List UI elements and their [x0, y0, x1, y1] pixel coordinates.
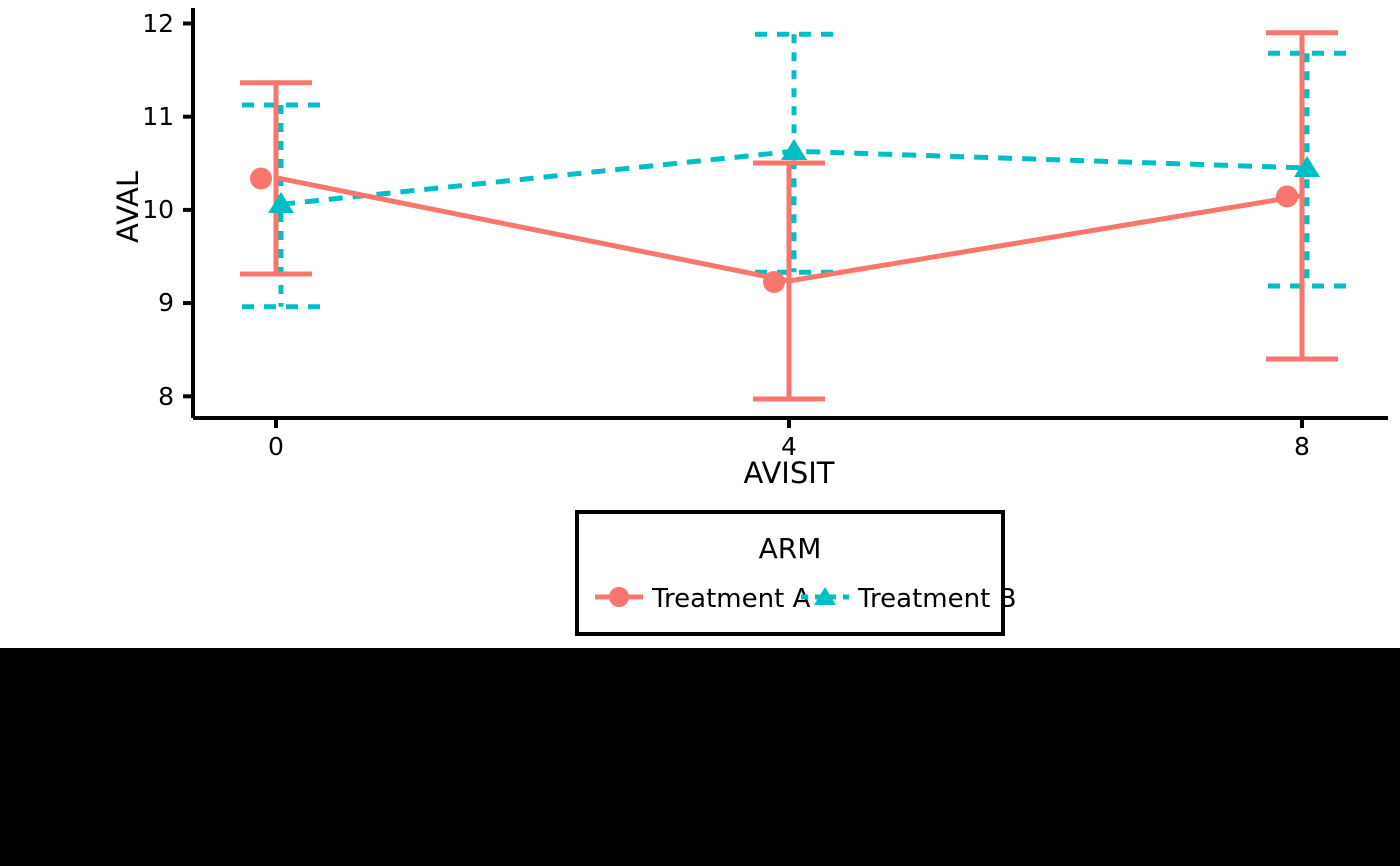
legend[interactable]: ARM Treatment A Treatment B [575, 510, 1016, 636]
marker-b-visit4-triangle [781, 139, 807, 160]
series-treatment-b [242, 31, 1346, 310]
y-tick-label-11: 11 [142, 102, 174, 131]
legend-a-marker-circle [609, 587, 629, 607]
legend-b-marker-triangle [814, 587, 836, 605]
y-tick-label-12: 12 [142, 9, 174, 38]
y-tick-label-8: 8 [158, 382, 174, 411]
y-tick-label-9: 9 [158, 288, 174, 317]
x-tick-label-4: 4 [781, 432, 797, 461]
legend-box [575, 510, 1005, 636]
y-tick-label-10: 10 [142, 195, 174, 224]
legend-a-label: Treatment A [651, 584, 811, 614]
marker-a-visit8-circle [1276, 185, 1298, 208]
bottom-black-band [0, 648, 1400, 866]
x-axis-title: AVISIT [743, 456, 834, 490]
series-a-markers [250, 167, 1298, 293]
x-tick-label-0: 0 [268, 432, 284, 461]
series-treatment-a [240, 30, 1338, 402]
y-axis-ticks [183, 21, 193, 399]
legend-b-label: Treatment B [857, 584, 1016, 614]
marker-b-visit0-triangle [268, 192, 294, 213]
x-tick-label-8: 8 [1294, 432, 1310, 461]
marker-a-visit0-circle [250, 167, 272, 190]
series-a-line [275, 175, 1303, 284]
legend-entry-treatment-b[interactable]: Treatment B [801, 584, 1016, 614]
x-axis-ticks [274, 418, 1304, 428]
legend-entry-treatment-a[interactable]: Treatment A [595, 584, 811, 614]
marker-b-visit8-triangle [1294, 156, 1320, 177]
legend-title: ARM [759, 532, 822, 565]
y-axis-title: AVAL [111, 171, 145, 243]
series-b-markers [268, 139, 1320, 213]
marker-a-visit4-circle [763, 271, 785, 293]
